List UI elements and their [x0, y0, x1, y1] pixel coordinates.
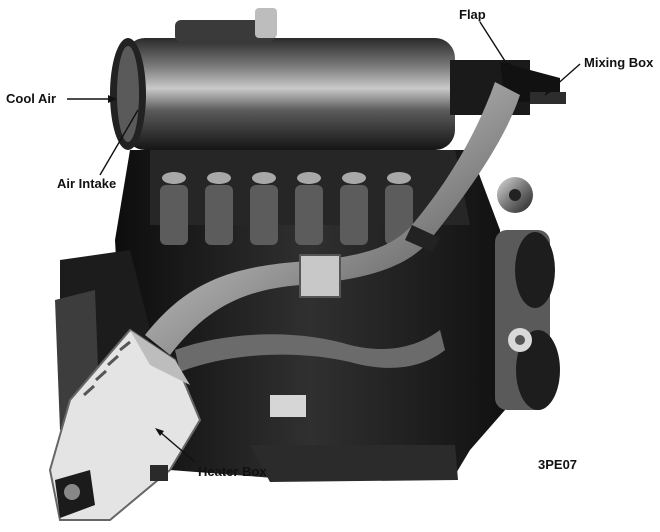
callout-heater-box: Heater Box [198, 464, 267, 479]
mixing-box [500, 62, 566, 104]
leader-heater-box-arrowhead [155, 428, 164, 436]
callout-cool-air: Cool Air [6, 91, 57, 106]
callout-air-intake: Air Intake [57, 176, 117, 191]
callout-mixing-box: Mixing Box [584, 55, 654, 70]
heater-box [48, 328, 202, 521]
leader-flap-arrowhead [505, 62, 512, 72]
callout-flap: Flap [459, 7, 486, 22]
figure-code: 3PE07 [538, 457, 578, 472]
leader-cool-air-arrowhead [108, 95, 117, 103]
heater-duct [145, 82, 520, 355]
leader-heater-box [159, 431, 196, 463]
air-cleaner [110, 8, 530, 150]
leader-mixing-box-arrowhead [545, 86, 553, 95]
front-pulleys [495, 177, 560, 410]
leader-air-intake [99, 109, 139, 176]
